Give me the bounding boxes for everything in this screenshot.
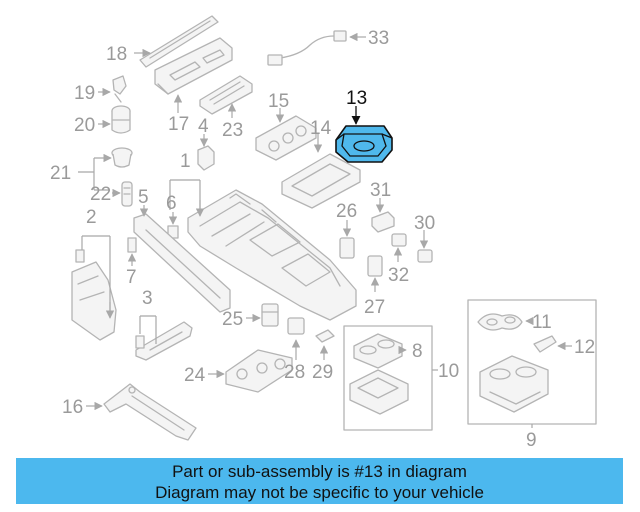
part-15-control-panel xyxy=(255,115,317,161)
part-29-switch xyxy=(315,329,335,343)
callout-5: 5 xyxy=(138,187,149,208)
callout-17: 17 xyxy=(168,114,189,135)
part-30-switch xyxy=(417,249,433,263)
part-13-highlighted-boot[interactable] xyxy=(335,125,393,163)
callout-8: 8 xyxy=(412,341,423,362)
part-2-side-cover xyxy=(71,249,117,341)
callout-27: 27 xyxy=(364,297,385,318)
part-18-trim-strip xyxy=(139,15,219,68)
callout-15: 15 xyxy=(268,91,289,112)
part-25-switch xyxy=(261,303,279,327)
part-17-panel xyxy=(154,37,233,95)
callout-20: 20 xyxy=(74,115,95,136)
callout-25: 25 xyxy=(222,309,243,330)
info-banner: Part or sub-assembly is #13 in diagram D… xyxy=(16,458,623,504)
callout-32: 32 xyxy=(388,265,409,286)
callout-28: 28 xyxy=(284,362,305,383)
parts-diagram: 18 17 23 33 19 20 21 xyxy=(50,15,597,451)
callout-9: 9 xyxy=(526,430,537,451)
part-23-vent xyxy=(199,75,253,115)
banner-line-1: Part or sub-assembly is #13 in diagram xyxy=(172,462,467,481)
part-3-bracket xyxy=(135,321,193,361)
part-4-bracket xyxy=(197,139,215,171)
callout-31: 31 xyxy=(370,180,391,201)
part-27-switch xyxy=(367,255,383,277)
part-26-switch xyxy=(339,237,355,259)
part-1-center-console xyxy=(187,189,357,321)
part-7-clip xyxy=(127,237,137,253)
callout-33: 33 xyxy=(368,28,389,49)
callout-26: 26 xyxy=(336,201,357,222)
part-32-switch xyxy=(391,233,407,247)
part-19-clip xyxy=(112,75,127,103)
callout-10: 10 xyxy=(438,361,459,382)
part-33-cable xyxy=(267,30,347,66)
callout-22: 22 xyxy=(90,184,111,205)
callout-1: 1 xyxy=(180,151,191,172)
callout-13[interactable]: 13 xyxy=(346,88,367,109)
part-21-cigar-lighter xyxy=(111,147,133,168)
callout-30: 30 xyxy=(414,213,435,234)
callout-12: 12 xyxy=(574,337,595,358)
callout-16: 16 xyxy=(62,397,83,418)
callout-21: 21 xyxy=(50,163,71,184)
callout-6: 6 xyxy=(166,193,177,214)
assembly-box-9 xyxy=(467,299,597,425)
callout-23: 23 xyxy=(222,120,243,141)
part-22-plug xyxy=(121,181,133,207)
part-16-rail xyxy=(103,383,197,441)
callout-19: 19 xyxy=(74,83,95,104)
part-28-switch xyxy=(287,317,305,335)
callout-14: 14 xyxy=(310,118,332,139)
part-31-switch xyxy=(371,211,395,233)
part-20-socket xyxy=(111,105,131,134)
callout-3: 3 xyxy=(142,288,153,309)
callout-18: 18 xyxy=(106,44,127,65)
callout-11: 11 xyxy=(532,312,552,333)
callout-29: 29 xyxy=(312,362,333,383)
callout-2: 2 xyxy=(86,207,97,228)
callout-7: 7 xyxy=(126,267,137,288)
part-24-switch-panel xyxy=(225,349,293,393)
callout-24: 24 xyxy=(184,365,206,386)
part-14-tray xyxy=(281,153,361,209)
banner-line-2: Diagram may not be specific to your vehi… xyxy=(155,483,484,502)
assembly-box-10 xyxy=(343,325,433,431)
callout-4: 4 xyxy=(198,116,209,137)
